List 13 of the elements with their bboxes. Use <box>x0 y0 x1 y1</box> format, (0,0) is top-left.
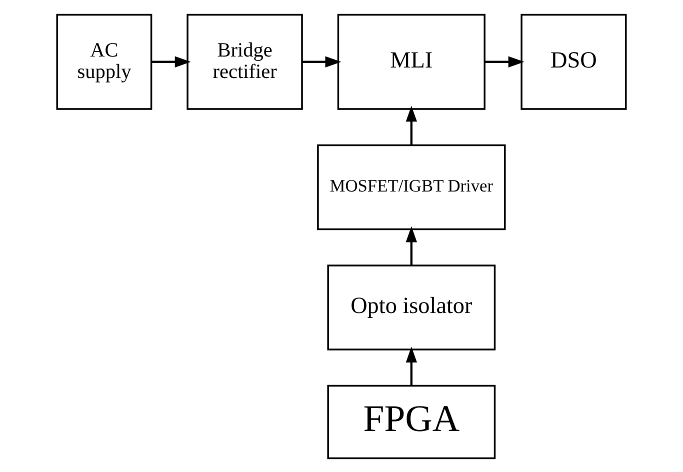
arrow <box>406 105 417 144</box>
arrow <box>484 56 524 67</box>
node-box: AC supply <box>56 13 152 110</box>
arrow <box>406 226 417 264</box>
node-box: FPGA <box>327 384 496 459</box>
node-box: MLI <box>337 13 486 110</box>
node-box: MOSFET/IGBT Driver <box>317 144 506 230</box>
node-box: Bridge rectifier <box>186 13 303 110</box>
arrow <box>151 56 191 67</box>
node-box: Opto isolator <box>327 264 496 350</box>
arrow <box>406 346 417 385</box>
arrow <box>302 56 342 67</box>
node-box: DSO <box>520 13 627 110</box>
